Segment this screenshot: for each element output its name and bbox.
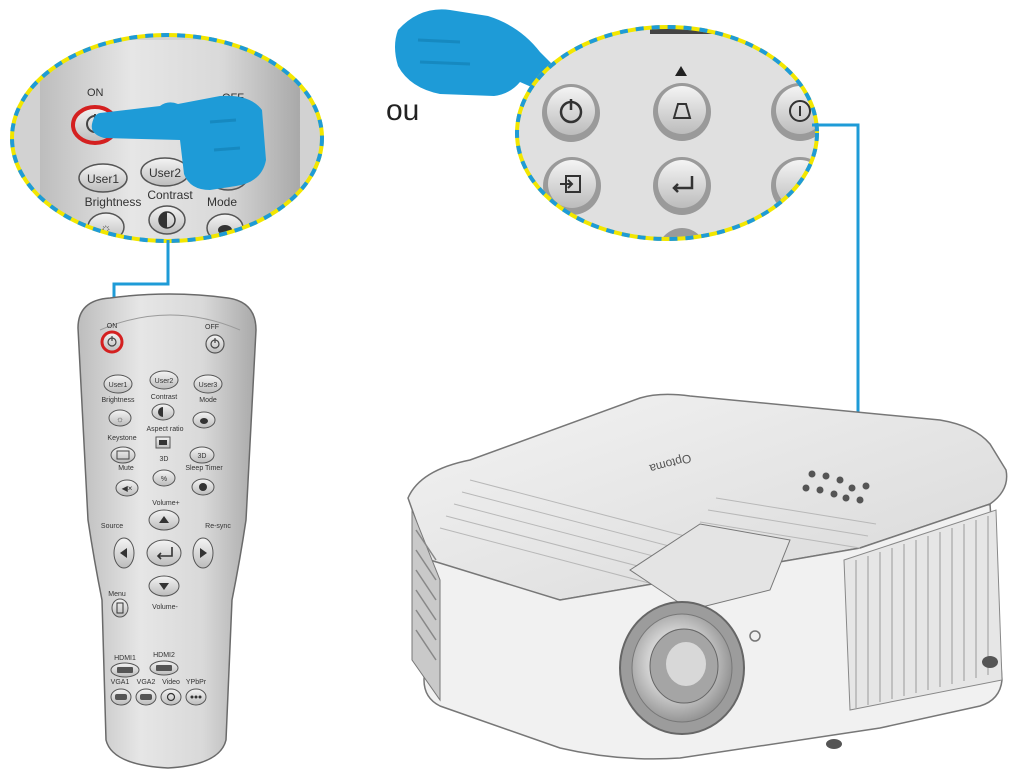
up-arrow-icon [159, 516, 169, 523]
remote-mute-button[interactable] [115, 479, 139, 497]
ir-sensor [749, 630, 761, 642]
remote-video-button[interactable] [160, 688, 182, 706]
zoom-mode-label: Mode [207, 195, 237, 209]
remote-hdmi1-label: HDMI1 [114, 655, 136, 662]
remote-user1-button[interactable] [103, 374, 133, 394]
remote-control: ON OFF User1 User2 User3 Brightness Cont… [77, 293, 257, 769]
remote-vga2-label: VGA2 [137, 679, 156, 686]
remote-volume-minus-label: Volume- [152, 604, 178, 611]
remote-contrast-label: Contrast [151, 394, 178, 401]
remote-user3-button[interactable] [193, 374, 223, 394]
remote-sleep-timer-label: Sleep Timer [185, 465, 223, 472]
remote-mode-label: Mode [199, 397, 217, 404]
projector-control-panel[interactable] [802, 470, 870, 504]
remote-user3-label: User3 [199, 382, 218, 389]
projector-panel-zoom-callout [515, 25, 829, 241]
remote-resync-label: Re-sync [205, 523, 231, 530]
speaker-mute-icon: ◀× [122, 484, 133, 493]
panel-info-button[interactable] [771, 83, 829, 141]
enter-icon [156, 547, 173, 560]
zoom-on-label: ON [87, 87, 104, 99]
remote-brightness-label: Brightness [101, 397, 135, 404]
remote-sun-icon: ☼ [116, 414, 124, 424]
panel-right-button[interactable] [771, 157, 829, 215]
svg-text:3D: 3D [198, 453, 207, 460]
remote-source-label: Source [101, 523, 123, 530]
zoom-user1-label: User1 [87, 172, 119, 186]
remote-menu-button[interactable] [111, 598, 129, 618]
zoom-sun-icon: ☼ [100, 220, 112, 235]
projector-lens [619, 601, 745, 735]
remote-volume-plus-label: Volume+ [152, 500, 179, 507]
remote-power-on-button[interactable] [100, 330, 124, 354]
up-triangle-icon [675, 66, 687, 76]
remote-d3-label: 3D [160, 456, 169, 463]
down-arrow-icon [159, 583, 169, 590]
remote-video-label: Video [162, 679, 180, 686]
remote-ypbpr-label: YPbPr [186, 679, 207, 686]
remote-keystone-label: Keystone [107, 435, 136, 442]
remote-hdmi2-label: HDMI2 [153, 652, 175, 659]
remote-user1-label: User1 [109, 382, 128, 389]
remote-info-button[interactable] [152, 469, 176, 487]
projector-connector-line [812, 123, 860, 492]
svg-text:%: % [161, 476, 167, 483]
remote-contrast-icon [158, 407, 163, 417]
zoom-user2-label: User2 [149, 166, 181, 180]
remote-mute-label: Mute [118, 465, 134, 472]
remote-menu-label: Menu [108, 591, 126, 598]
zoom-contrast-label: Contrast [147, 188, 193, 202]
pointing-hand-icon [395, 9, 576, 100]
remote-aspect-ratio-label: Aspect ratio [147, 426, 184, 433]
remote-user2-label: User2 [155, 378, 174, 385]
right-arrow-icon [200, 548, 207, 558]
projector: Optoma [407, 393, 1008, 760]
remote-zoom-callout: ☼ ON OFF User1 User2 Brightness Contrast… [10, 33, 324, 243]
panel-keystone-button[interactable] [653, 83, 711, 141]
remote-enter-button[interactable] [146, 539, 182, 567]
left-arrow-icon [120, 548, 127, 558]
zoom-contrast-icon [159, 212, 167, 228]
panel-power-button[interactable] [542, 84, 600, 142]
remote-on-label: ON [107, 323, 118, 330]
zoom-brightness-label: Brightness [85, 195, 142, 209]
zoom-pointing-hand-icon [91, 95, 266, 190]
remote-power-off-button[interactable] [205, 334, 225, 354]
remote-off-label: OFF [205, 324, 219, 331]
or-label: ou [386, 94, 419, 127]
remote-brightness-button[interactable] [108, 409, 132, 427]
zoom-user1-button[interactable] [78, 163, 128, 193]
panel-source-button[interactable] [543, 157, 601, 215]
panel-enter-button[interactable] [653, 157, 711, 215]
remote-user2-button[interactable] [149, 370, 179, 390]
remote-vga1-label: VGA1 [111, 679, 130, 686]
remote-3d-button[interactable] [189, 446, 215, 464]
remote-keystone-button[interactable] [110, 446, 136, 464]
